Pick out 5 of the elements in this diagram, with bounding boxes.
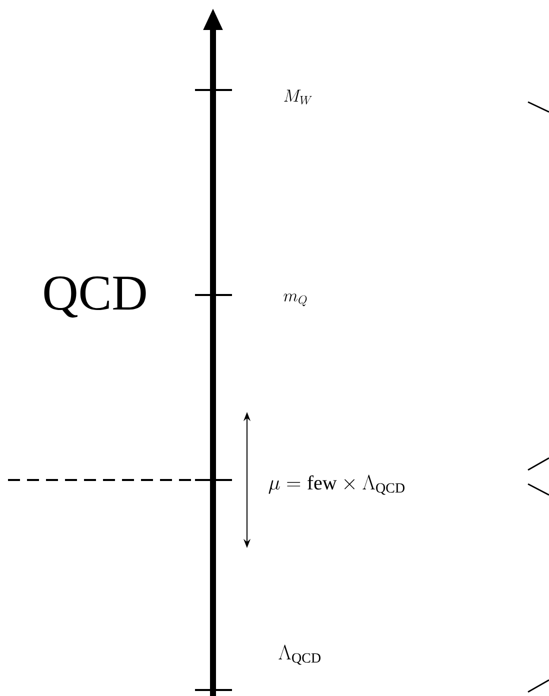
scale-label: $m_Q$: [284, 294, 307, 306]
scale-label: $\Lambda_{\mathrm{QCD}}$: [278, 644, 320, 665]
theory-label: QCD: [44, 276, 146, 318]
scale-label: $M_W$: [284, 90, 312, 104]
scale-label: $\mu = \mathrm{few} \times \Lambda_{\mathrm{QCD}}$: [268, 474, 404, 495]
